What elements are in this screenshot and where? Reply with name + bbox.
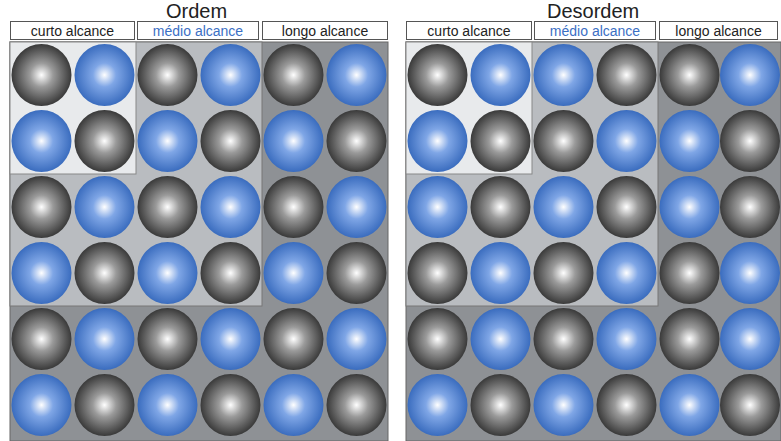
range-label-box: curto alcance: [10, 21, 135, 40]
range-label-box: médio alcance: [534, 21, 656, 40]
range-label: médio alcance: [153, 23, 243, 39]
panel-title: Ordem: [166, 1, 227, 21]
range-label: curto alcance: [427, 23, 510, 39]
range-label-box: médio alcance: [137, 21, 259, 40]
range-label-box: longo alcance: [262, 21, 388, 40]
range-label: longo alcance: [282, 23, 368, 39]
range-label: curto alcance: [31, 23, 114, 39]
range-label: longo alcance: [675, 23, 761, 39]
panel-title: Desordem: [547, 1, 639, 21]
range-label-box: longo alcance: [659, 21, 778, 40]
range-label: médio alcance: [550, 23, 640, 39]
range-label-box: curto alcance: [406, 21, 532, 40]
